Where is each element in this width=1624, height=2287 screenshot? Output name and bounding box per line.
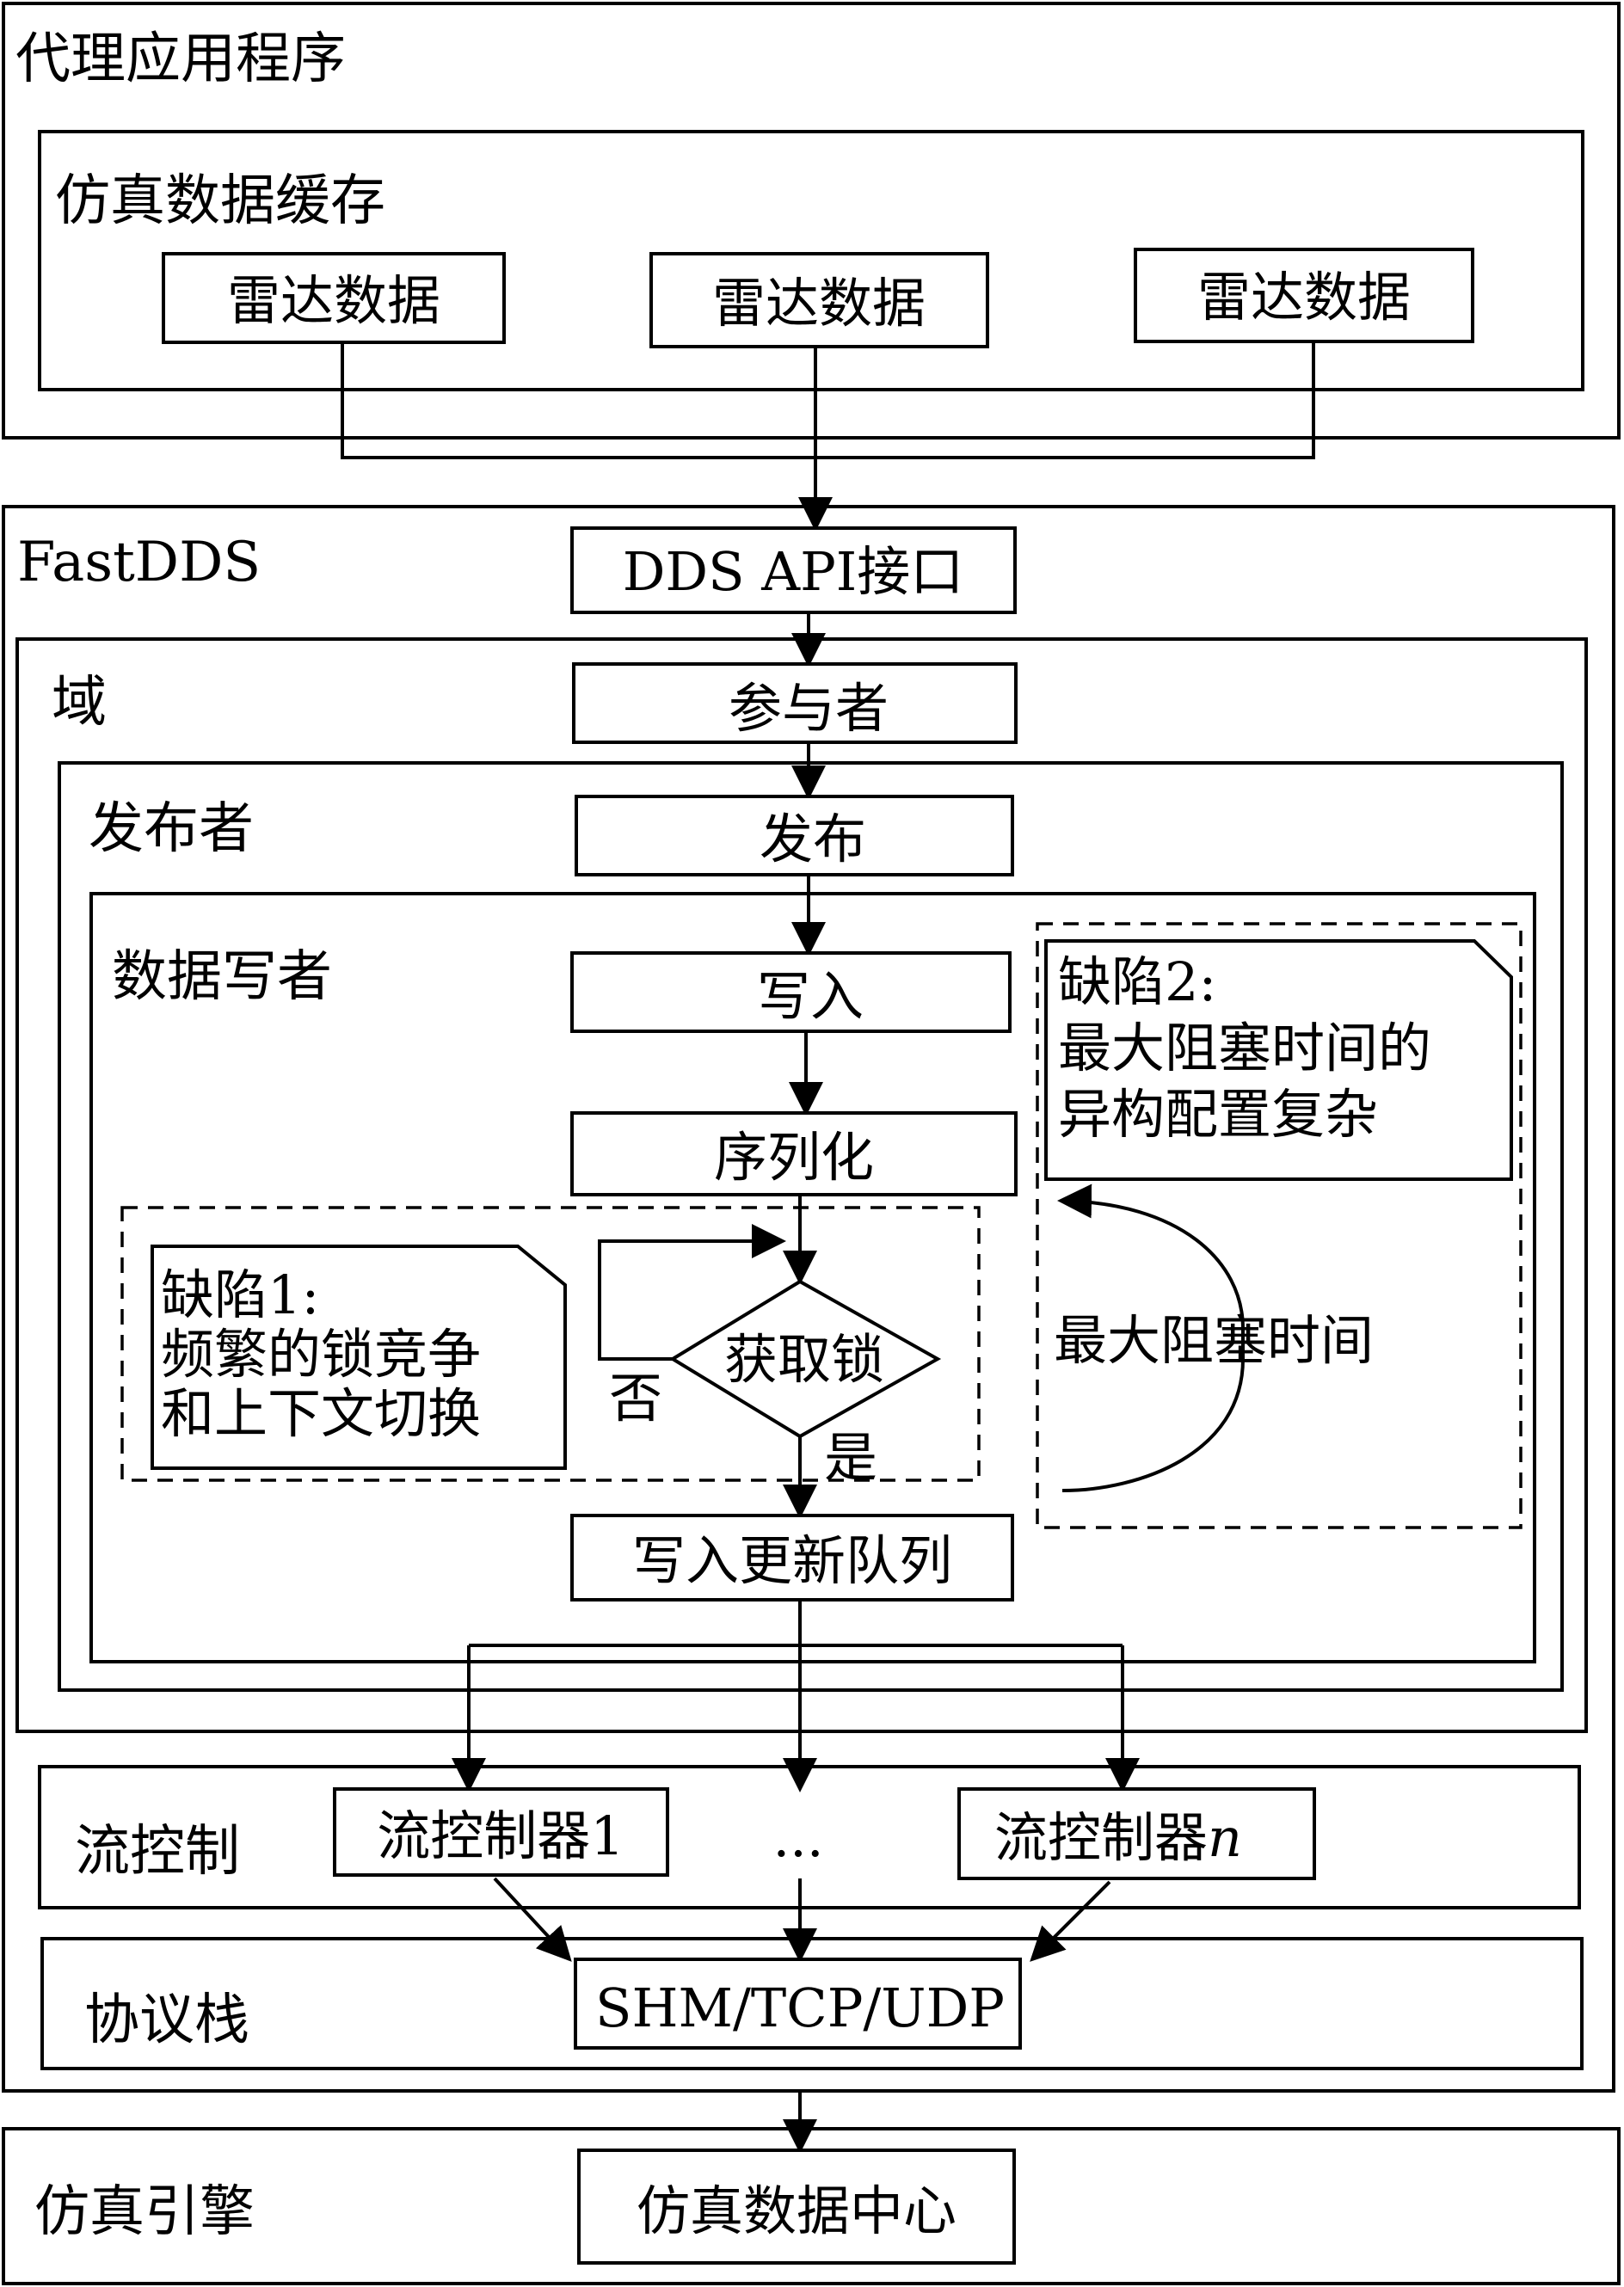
flow-control-section: 流控制 流控制器1 ... 流控制器n (38, 1765, 1581, 1909)
defect1-title: 缺陷1: (161, 1263, 319, 1326)
agent-app-title: 代理应用程序 (15, 28, 346, 91)
defect1-line1: 频繁的锁竞争 (161, 1323, 481, 1386)
radar-data-box-3: 雷达数据 (1134, 248, 1474, 343)
publisher-title: 发布者 (89, 797, 254, 861)
domain-title: 域 (52, 671, 107, 735)
sim-engine-title: 仿真引擎 (34, 2180, 255, 2244)
acquire-lock-label: 获取锁 (724, 1328, 884, 1391)
publish-label: 发布 (760, 808, 866, 870)
acquire-lock-diamond: 获取锁 (669, 1279, 942, 1439)
sim-engine-section: 仿真引擎 仿真数据中心 (2, 2127, 1621, 2285)
flow-control-ellipsis: ... (772, 1806, 823, 1869)
participant-label: 参与者 (729, 677, 889, 740)
publisher-section: 发布者 发布 数据写者 写入 (58, 761, 1564, 1692)
flow-controller-n-label: 流控制器n (994, 1806, 1242, 1869)
serialize-label: 序列化 (714, 1126, 874, 1189)
sim-data-cache-title: 仿真数据缓存 (55, 169, 385, 233)
defect2-line1: 最大阻塞时间的 (1058, 1017, 1431, 1079)
sim-data-cache-section: 仿真数据缓存 雷达数据 雷达数据 雷达数据 (38, 130, 1584, 391)
radar-data-label-3: 雷达数据 (1197, 266, 1411, 329)
lock-retry-loop (598, 1224, 786, 1361)
fastdds-title: FastDDS (17, 531, 261, 594)
radar-data-label-1: 雷达数据 (227, 269, 440, 332)
defect2-title: 缺陷2: (1058, 950, 1216, 1013)
write-queue-box: 写入更新队列 (570, 1514, 1014, 1602)
serialize-box: 序列化 (570, 1111, 1018, 1196)
defect2-note (1044, 939, 1513, 1181)
dds-api-box: DDS API接口 (570, 526, 1017, 614)
write-label: 写入 (757, 965, 864, 1028)
radar-data-box-1: 雷达数据 (162, 252, 506, 344)
defect1-note (151, 1245, 567, 1470)
transport-box: SHM/TCP/UDP (574, 1958, 1022, 2050)
defect1-region: 缺陷1: 频繁的锁竞争 和上下文切换 获取锁 否 是 (120, 1195, 981, 1489)
datawriter-section: 数据写者 写入 序列化 缺陷1: 频繁 (89, 892, 1536, 1663)
radar-data-label-2: 雷达数据 (712, 272, 926, 335)
publish-box: 发布 (575, 795, 1014, 876)
arrow-controllern-to-transport (1030, 1880, 1111, 1962)
lock-yes-label: 是 (824, 1426, 877, 1489)
defect1-line2: 和上下文切换 (161, 1382, 481, 1445)
flow-controller-n-box: 流控制器n (957, 1787, 1316, 1880)
sim-data-center-label: 仿真数据中心 (637, 2179, 957, 2242)
radar-data-box-2: 雷达数据 (649, 252, 989, 348)
protocol-stack-title: 协议栈 (84, 1989, 249, 2052)
dds-api-label: DDS API接口 (623, 540, 964, 603)
write-box: 写入 (570, 951, 1012, 1033)
max-block-time-curve (1057, 1183, 1245, 1492)
defect2-line2: 异构配置复杂 (1058, 1083, 1378, 1146)
domain-section: 域 参与者 发布者 发布 数据写者 (15, 637, 1588, 1733)
protocol-stack-section: 协议栈 SHM/TCP/UDP (40, 1937, 1584, 2070)
defect2-region: 缺陷2: 最大阻塞时间的 异构配置复杂 最大阻塞时间 (1036, 922, 1522, 1529)
transport-label: SHM/TCP/UDP (595, 1977, 1005, 2039)
datawriter-title: 数据写者 (112, 945, 332, 1009)
sim-data-center-box: 仿真数据中心 (577, 2149, 1016, 2265)
max-block-time-label: 最大阻塞时间 (1054, 1309, 1374, 1372)
fastdds-section: FastDDS DDS API接口 域 参与者 发布者 发布 (2, 505, 1615, 2093)
flow-controller-1-label: 流控制器1 (377, 1804, 624, 1867)
flow-control-title: 流控制 (75, 1820, 240, 1884)
radar-merge-line (341, 341, 1315, 459)
arrow-controller1-to-transport (493, 1877, 572, 1962)
agent-app-section: 代理应用程序 仿真数据缓存 雷达数据 雷达数据 雷达数据 (2, 2, 1621, 459)
participant-box: 参与者 (572, 662, 1018, 744)
flow-controller-1-box: 流控制器1 (333, 1787, 669, 1877)
lock-no-label: 否 (609, 1367, 662, 1429)
write-queue-label: 写入更新队列 (632, 1529, 952, 1592)
